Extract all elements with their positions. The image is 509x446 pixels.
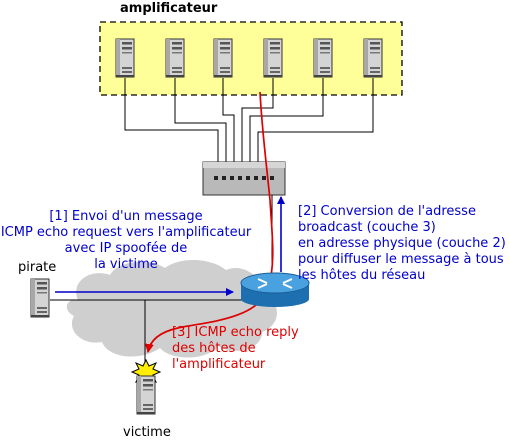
step1-line-3: avec IP spoofée de	[65, 241, 188, 256]
step2-line-1: [2] Conversion de l'adresse	[298, 204, 476, 219]
step2-annotation: [2] Conversion de l'adresse broadcast (c…	[298, 204, 506, 283]
amplifier-host-3	[213, 38, 233, 78]
step1-line-1: [1] Envoi d'un message	[49, 209, 202, 224]
step1-annotation: [1] Envoi d'un message ICMP echo request…	[1, 209, 252, 272]
amplifier-title: amplificateur	[120, 1, 218, 16]
step3-annotation: [3] ICMP echo reply des hôtes de l'ampli…	[172, 325, 299, 372]
amplifier-host-4	[263, 38, 283, 78]
router-icon	[240, 272, 310, 307]
pirate-host	[30, 278, 50, 318]
victim-host	[136, 375, 156, 415]
amplifier-host-2	[165, 38, 185, 78]
amplifier-host-6	[363, 38, 383, 78]
network-cloud-icon	[66, 259, 277, 358]
pirate-label: pirate	[18, 260, 56, 275]
step1-line-2: ICMP echo request vers l'amplificateur	[1, 225, 252, 240]
step3-line-2: des hôtes de	[172, 341, 256, 356]
step3-line-1: [3] ICMP echo reply	[172, 325, 299, 340]
victim-label: victime	[123, 425, 171, 440]
network-switch-icon	[202, 161, 286, 196]
step1-line-4: la victime	[94, 257, 158, 272]
amplifier-host-1	[115, 38, 135, 78]
amplifier-network-box	[99, 21, 403, 96]
amplifier-host-5	[313, 38, 333, 78]
step3-line-3: l'amplificateur	[172, 357, 266, 372]
step2-line-2: broadcast (couche 3)	[298, 220, 436, 235]
step2-line-3: en adresse physique (couche 2)	[298, 236, 506, 251]
step2-line-5: les hôtes du réseau	[298, 268, 425, 283]
step2-line-4: pour diffuser le message à tous	[298, 252, 504, 267]
host-switch-cables	[124, 78, 374, 175]
